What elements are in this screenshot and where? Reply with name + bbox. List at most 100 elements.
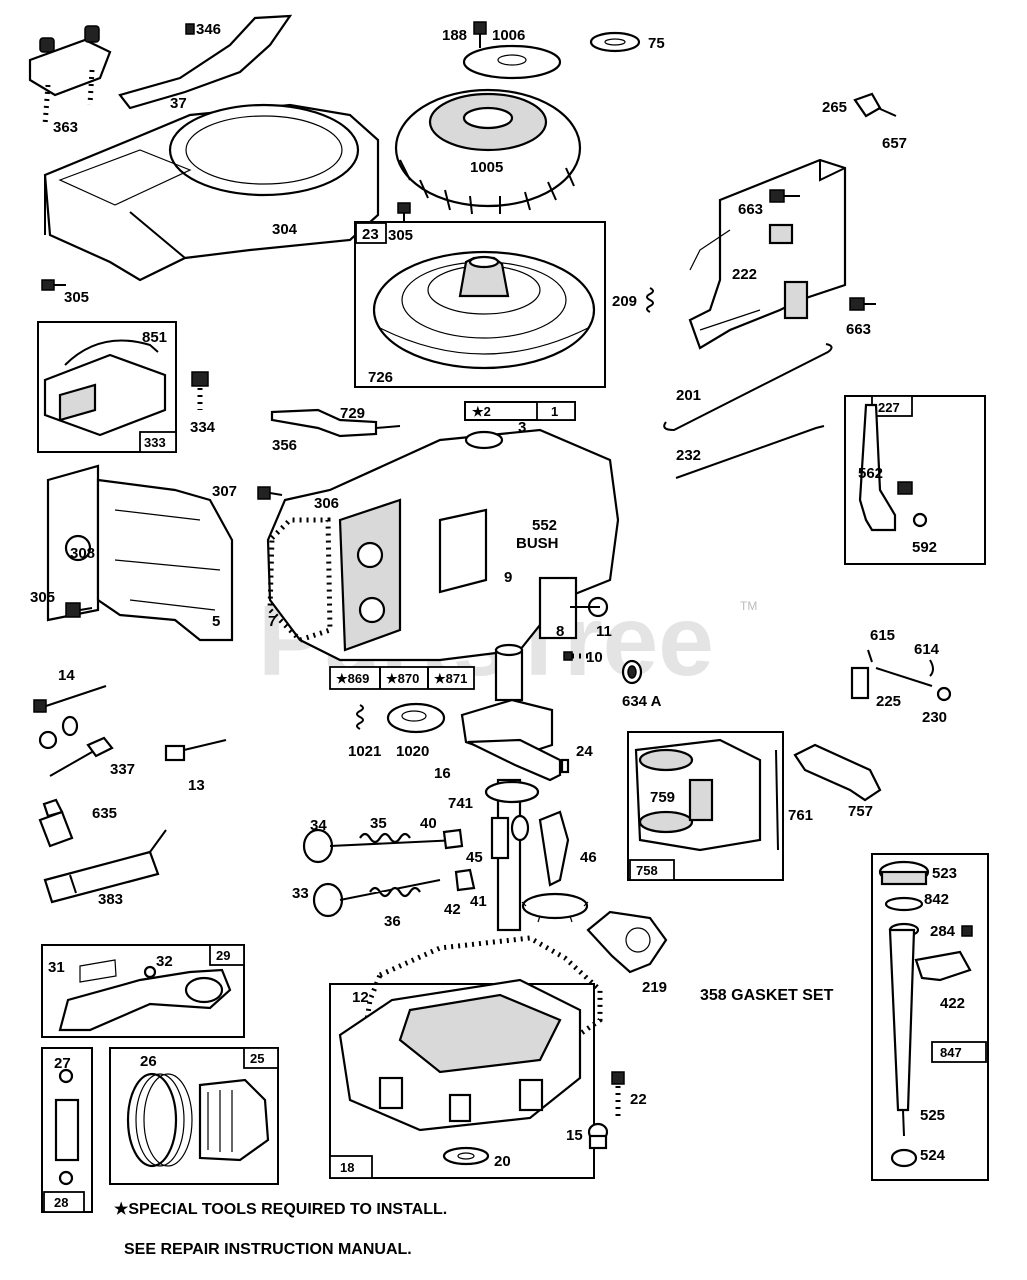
part-1-cylinder-block (266, 401, 620, 662)
label-1006: 1006 (492, 27, 525, 44)
label-22: 22 (630, 1091, 647, 1108)
label-209: 209 (612, 293, 637, 310)
part-222-control-bracket (688, 158, 847, 350)
part-22-screw (611, 1071, 625, 1116)
label-201: 201 (676, 387, 701, 404)
part-37-air-baffle (118, 14, 293, 110)
label-635: 635 (92, 805, 117, 822)
label-230: 230 (922, 709, 947, 726)
label-31: 31 (48, 959, 65, 976)
label-346: 346 (196, 21, 221, 38)
label-32: 32 (156, 953, 173, 970)
label-842: 842 (924, 891, 949, 908)
label-219: 219 (642, 979, 667, 996)
part-15-plug (587, 1122, 609, 1150)
label-337: 337 (110, 761, 135, 778)
label-12: 12 (352, 989, 369, 1006)
part-304-blower-housing (43, 103, 380, 282)
label-3: 3 (518, 419, 526, 436)
label-305-c: 305 (30, 589, 55, 606)
label-40: 40 (420, 815, 437, 832)
part-334-screw (191, 371, 209, 410)
label-25: 25 (250, 1051, 264, 1066)
part-13-pin (164, 739, 227, 762)
part-761-rod (775, 749, 779, 851)
part-1021-spring (356, 704, 364, 730)
labels: 346 37 363 304 305 305 188 1006 75 1005 … (30, 21, 965, 1210)
part-10-screw (563, 651, 588, 661)
label-870: ★870 (386, 671, 419, 686)
part-337-plug (38, 715, 114, 777)
part-24-key (560, 758, 570, 774)
label-524: 524 (920, 1147, 946, 1164)
label-225: 225 (876, 693, 901, 710)
part-1005-fan (394, 88, 582, 215)
part-225-linkage (850, 649, 952, 702)
part-14-bolt (33, 685, 107, 713)
label-37: 37 (170, 95, 187, 112)
part-219-governor (586, 910, 668, 974)
label-663-a: 663 (738, 201, 763, 218)
label-523: 523 (932, 865, 957, 882)
label-869: ★869 (336, 671, 369, 686)
label-305-a: 305 (388, 227, 413, 244)
label-75: 75 (648, 35, 665, 52)
label-222: 222 (732, 266, 757, 283)
label-8: 8 (556, 623, 564, 640)
part-363-bracket (28, 25, 112, 126)
label-15: 15 (566, 1127, 583, 1144)
label-20: 20 (494, 1153, 511, 1170)
note-special-tools: ★SPECIAL TOOLS REQUIRED TO INSTALL. (114, 1201, 447, 1218)
note-repair-manual: SEE REPAIR INSTRUCTION MANUAL. (124, 1241, 412, 1258)
label-265: 265 (822, 99, 847, 116)
label-757: 757 (848, 803, 873, 820)
label-33: 33 (292, 885, 309, 902)
label-363: 363 (53, 119, 78, 136)
label-307: 307 (212, 483, 237, 500)
label-615: 615 (870, 627, 895, 644)
label-657: 657 (882, 135, 907, 152)
label-18: 18 (340, 1160, 354, 1175)
label-761: 761 (788, 807, 813, 824)
label-1: 1 (551, 404, 558, 419)
part-45-tappet (490, 814, 530, 860)
label-552: 552 (532, 517, 557, 534)
label-23: 23 (362, 226, 379, 243)
label-227: 227 (878, 400, 900, 415)
label-383: 383 (98, 891, 123, 908)
part-663-screw-a (769, 189, 800, 203)
label-562: 562 (858, 465, 883, 482)
label-422: 422 (940, 995, 965, 1012)
label-14: 14 (58, 667, 75, 684)
label-1020: 1020 (396, 743, 429, 760)
gasket-set-label: 358 GASKET SET (700, 987, 834, 1004)
part-305-screw-b (41, 279, 66, 291)
label-871: ★871 (434, 671, 467, 686)
label-232: 232 (676, 447, 701, 464)
label-42: 42 (444, 901, 461, 918)
part-1020-tab (386, 702, 446, 734)
label-306: 306 (314, 495, 339, 512)
part-201-link (663, 343, 833, 432)
label-1005: 1005 (470, 159, 503, 176)
part-227-lever (844, 395, 986, 565)
label-726: 726 (368, 369, 393, 386)
label-9: 9 (504, 569, 512, 586)
label-5: 5 (212, 613, 220, 630)
label-7: 7 (268, 613, 276, 630)
label-305-b: 305 (64, 289, 89, 306)
part-1006-screen (462, 44, 562, 80)
label-663-b: 663 (846, 321, 871, 338)
part-40-cap (442, 828, 464, 850)
part-307-screw (257, 486, 283, 500)
label-847: 847 (940, 1045, 962, 1060)
part-383-puller (43, 829, 167, 904)
part-333-armature (37, 321, 177, 453)
part-23-flywheel (354, 221, 606, 388)
label-27: 27 (54, 1055, 71, 1072)
label-634a: 634 A (622, 693, 662, 710)
label-24: 24 (576, 743, 593, 760)
label-741: 741 (448, 795, 473, 812)
label-356: 356 (272, 437, 297, 454)
